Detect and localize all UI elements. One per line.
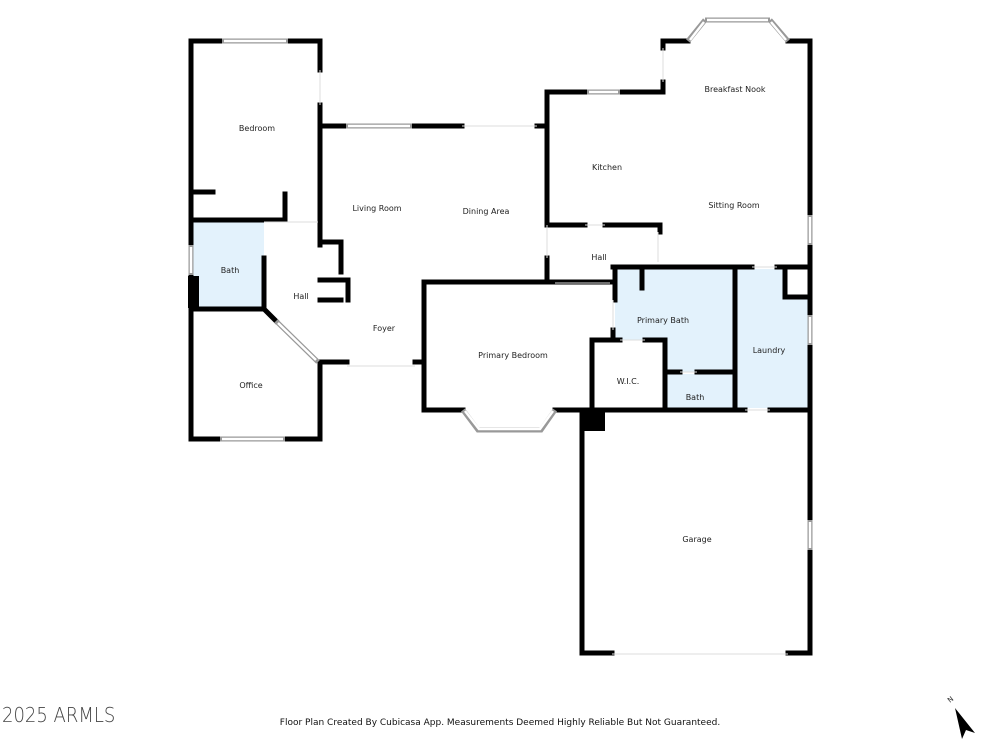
room-label-bath-right: Bath bbox=[686, 393, 705, 402]
room-label-wic: W.I.C. bbox=[617, 377, 640, 386]
room-label-bedroom: Bedroom bbox=[239, 124, 275, 133]
room-label-office: Office bbox=[239, 381, 262, 390]
room-labels: Bedroom Bath Hall Office Living Room Din… bbox=[221, 85, 786, 544]
room-label-primary-bath: Primary Bath bbox=[637, 316, 689, 325]
north-label: N bbox=[946, 695, 955, 705]
room-label-bath: Bath bbox=[221, 266, 240, 275]
walls bbox=[188, 38, 813, 656]
room-label-garage: Garage bbox=[682, 535, 711, 544]
north-arrow: N bbox=[946, 695, 975, 739]
wet-room-fills bbox=[193, 222, 808, 409]
room-label-breakfast-nook: Breakfast Nook bbox=[704, 85, 765, 94]
room-label-dining-area: Dining Area bbox=[463, 207, 510, 216]
room-label-kitchen: Kitchen bbox=[592, 163, 622, 172]
credit-text: Floor Plan Created By Cubicasa App. Meas… bbox=[279, 718, 721, 728]
room-label-living-room: Living Room bbox=[352, 204, 401, 213]
laundry-fill bbox=[737, 269, 808, 408]
bath-left-fill bbox=[193, 222, 264, 309]
room-label-hall-right: Hall bbox=[591, 253, 606, 262]
wall-block bbox=[581, 410, 605, 431]
room-label-sitting-room: Sitting Room bbox=[708, 201, 759, 210]
room-label-foyer: Foyer bbox=[373, 324, 396, 333]
room-label-hall: Hall bbox=[293, 292, 308, 301]
bath-right-fill bbox=[666, 374, 734, 409]
room-label-primary-bedroom: Primary Bedroom bbox=[478, 351, 548, 360]
wall-block bbox=[188, 276, 199, 308]
north-arrow-icon bbox=[955, 708, 975, 739]
room-label-laundry: Laundry bbox=[753, 346, 786, 355]
watermark: 2025 ARMLS bbox=[2, 703, 116, 727]
door-openings bbox=[264, 48, 788, 655]
primary-bath-fill bbox=[615, 269, 733, 372]
windows bbox=[188, 17, 813, 550]
